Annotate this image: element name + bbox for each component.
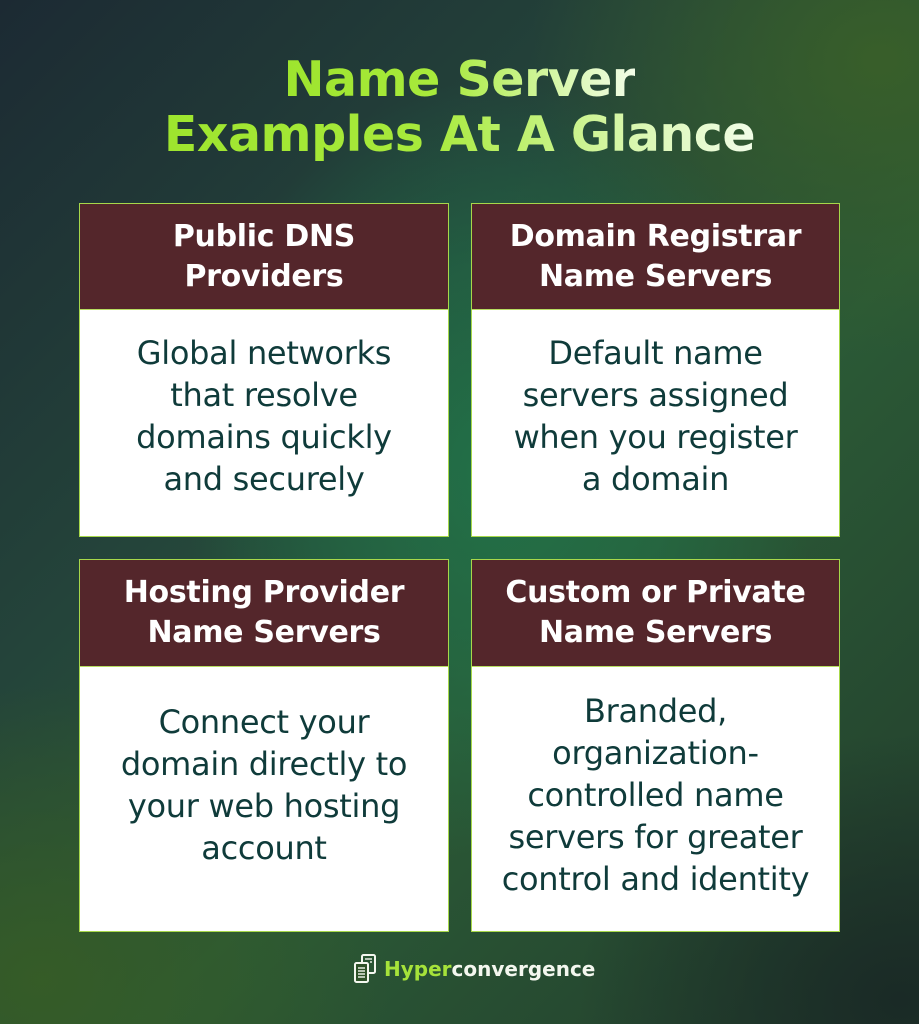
card-description: Connect your domain directly to your web…	[120, 703, 408, 867]
page-title: Name Server Examples At A Glance	[0, 52, 919, 162]
title-line-2: Examples At A Glance	[163, 106, 756, 163]
card-heading: Domain Registrar Name Servers	[472, 204, 839, 310]
card-public-dns-providers: Public DNS Providers Global networks tha…	[79, 203, 449, 537]
brand-logo: Hyperconvergence	[352, 952, 595, 986]
server-stack-icon	[352, 954, 378, 984]
title-line-1: Name Server	[283, 51, 636, 108]
card-heading: Hosting Provider Name Servers	[80, 560, 448, 667]
card-heading: Public DNS Providers	[80, 204, 448, 310]
card-description: Global networks that resolve domains qui…	[136, 334, 392, 498]
card-heading: Custom or Private Name Servers	[472, 560, 839, 667]
card-description: Default name servers assigned when you r…	[513, 334, 798, 498]
card-description: Branded, organization- controlled name s…	[501, 692, 810, 898]
card-custom-private-name-servers: Custom or Private Name Servers Branded, …	[471, 559, 840, 932]
card-domain-registrar-name-servers: Domain Registrar Name Servers Default na…	[471, 203, 840, 537]
card-hosting-provider-name-servers: Hosting Provider Name Servers Connect yo…	[79, 559, 449, 932]
brand-name: Hyperconvergence	[384, 957, 596, 981]
